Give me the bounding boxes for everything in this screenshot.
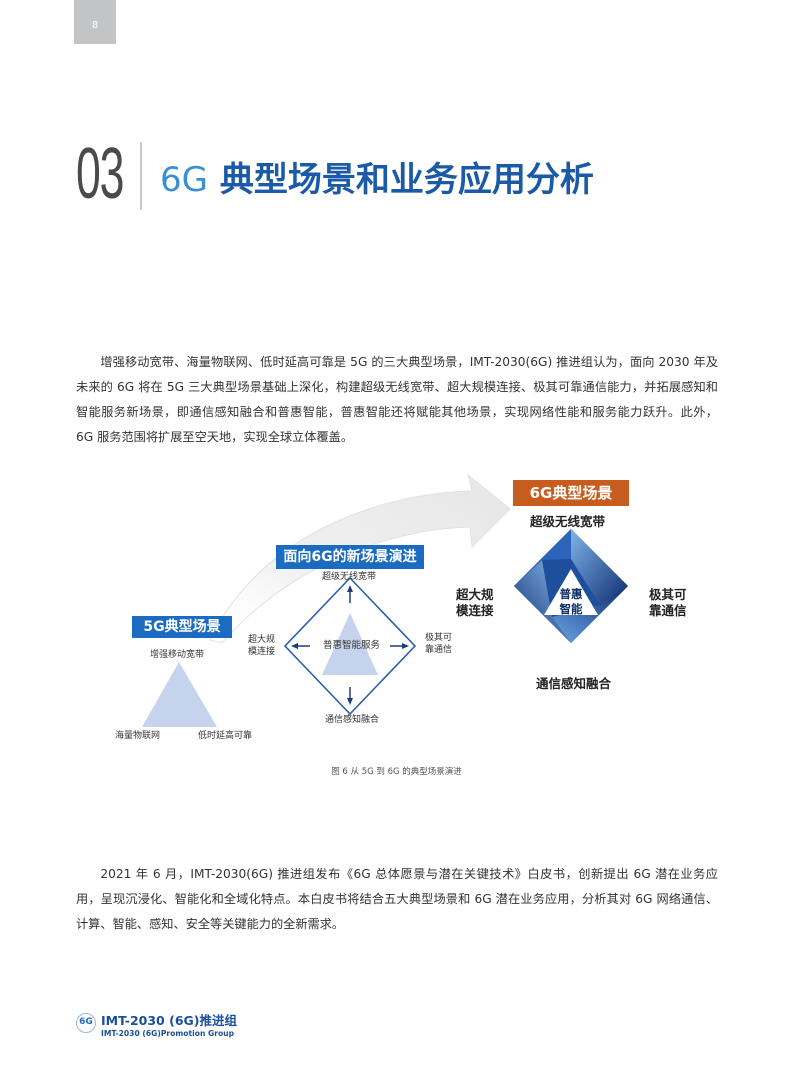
chapter-title: 6G 典型场景和业务应用分析 <box>160 160 594 200</box>
5g-bottom-right-label: 低时延高可靠 <box>198 731 253 741</box>
transition-right-label-1: 极其可 <box>425 633 453 643</box>
chapter-title-lead: 6G <box>160 160 208 200</box>
org-logo-text: 6G <box>79 1017 93 1027</box>
transition-center-label: 普惠智能服务 <box>323 640 381 651</box>
page-number: 8 <box>91 20 99 31</box>
6g-right-label-1: 极其可 <box>649 587 687 602</box>
5g-triangle-icon <box>142 662 217 727</box>
6g-scenarios-badge: 6G典型场景 <box>513 480 629 506</box>
scenario-evolution-figure: 5G典型场景 增强移动宽带 海量物联网 低时延高可靠 面向6G的新场景演进 超级… <box>100 465 720 755</box>
6g-top-label: 超级无线宽带 <box>530 514 606 529</box>
6g-left-label-1: 超大规 <box>456 587 494 602</box>
whitepaper-paragraph: 2021 年 6 月，IMT-2030(6G) 推进组发布《6G 总体愿景与潜在… <box>76 867 718 932</box>
6g-right-label-2: 靠通信 <box>649 603 687 618</box>
transition-left-label-1: 超大规 <box>248 635 276 645</box>
figure-graphics <box>142 473 628 727</box>
6g-bottom-label: 通信感知融合 <box>536 676 612 691</box>
5g-top-label: 增强移动宽带 <box>150 650 205 660</box>
org-logo-icon: 6G <box>76 1013 96 1033</box>
chapter-title-rest: 典型场景和业务应用分析 <box>207 160 594 200</box>
transition-bottom-label: 通信感知融合 <box>325 715 380 725</box>
transition-right-label-2: 靠通信 <box>425 645 453 655</box>
intro-paragraph: 增强移动宽带、海量物联网、低时延高可靠是 5G 的三大典型场景，IMT-2030… <box>76 355 718 445</box>
6g-center-label-2: 智能 <box>559 602 583 616</box>
new-scenarios-badge: 面向6G的新场景演进 <box>276 545 424 569</box>
6g-diamond-icon <box>514 529 628 643</box>
6g-left-label-2: 模连接 <box>456 603 494 618</box>
transition-diamond-icon <box>283 576 417 716</box>
5g-scenarios-badge: 5G典型场景 <box>132 616 232 638</box>
5g-bottom-left-label: 海量物联网 <box>115 731 161 741</box>
transition-left-label-2: 模连接 <box>248 647 276 657</box>
6g-center-label-1: 普惠 <box>559 587 583 601</box>
footer-org-name-cn: IMT-2030 (6G)推进组 <box>101 1013 237 1028</box>
figure-caption: 图 6 从 5G 到 6G 的典型场景演进 <box>331 767 462 777</box>
page-number-tab: 8 <box>74 0 116 44</box>
chapter-number: 03 <box>76 134 124 214</box>
footer-org-name-en: IMT-2030 (6G)Promotion Group <box>101 1029 235 1038</box>
chapter-divider <box>140 142 142 210</box>
transition-top-label: 超级无线宽带 <box>322 572 377 582</box>
